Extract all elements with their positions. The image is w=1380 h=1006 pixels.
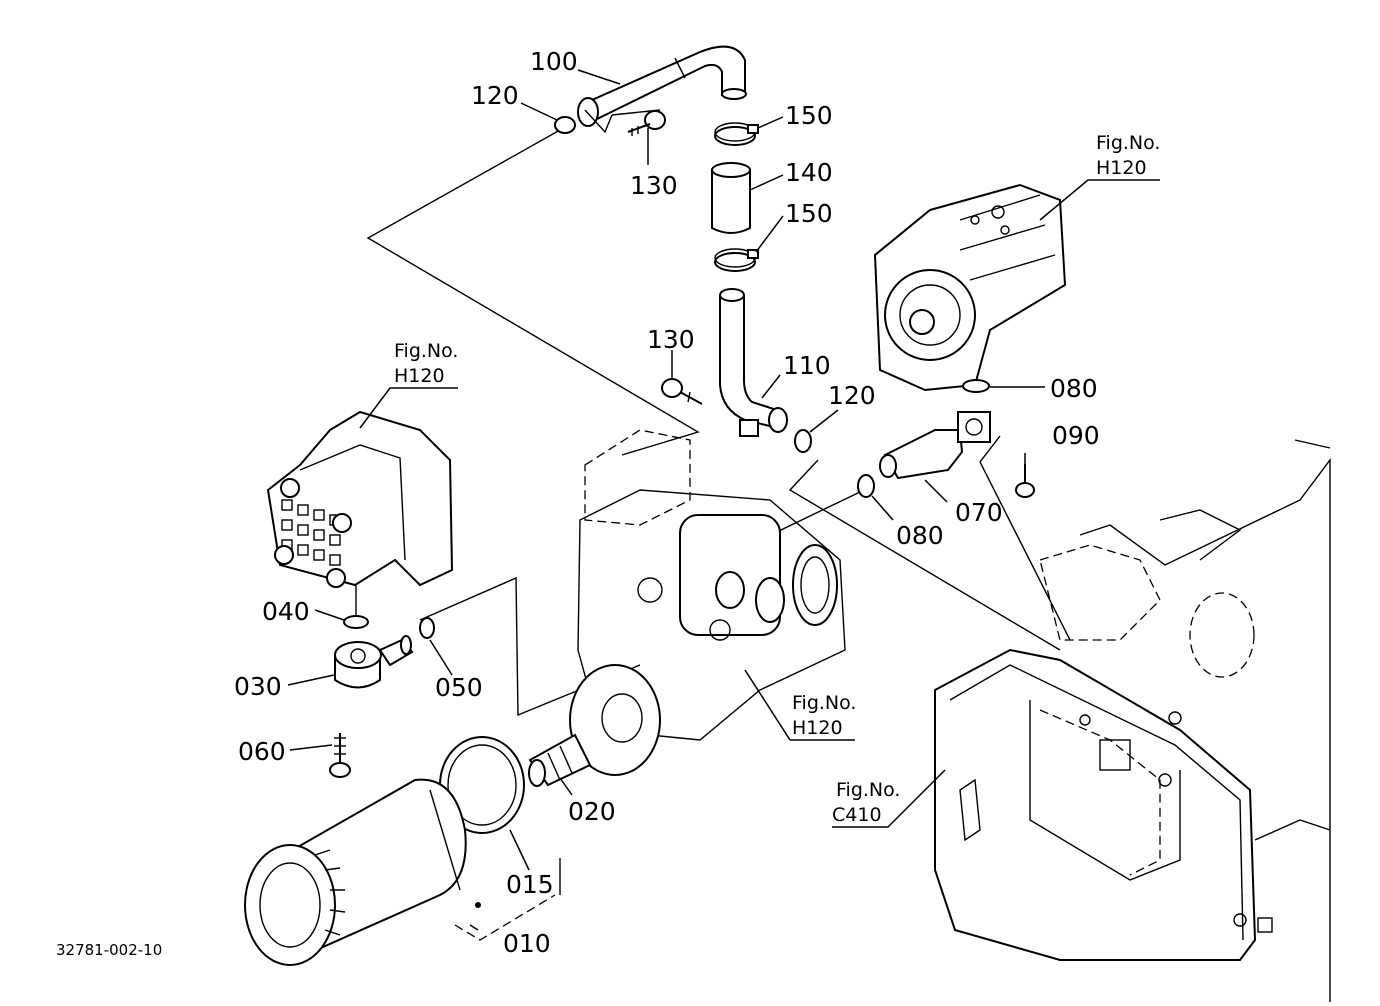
figure-ref-pump-left[interactable]: Fig.No. H120 — [394, 340, 458, 387]
label-010[interactable]: 010 — [503, 929, 551, 958]
label-080-mid[interactable]: 080 — [896, 521, 944, 550]
figure-ref-line1: Fig.No. — [836, 779, 900, 801]
o-ring-120-mid[interactable] — [794, 429, 812, 453]
label-130-mid[interactable]: 130 — [647, 325, 695, 354]
clamp-150-mid[interactable] — [714, 248, 759, 272]
transmission-case-c410[interactable] — [934, 439, 1331, 1002]
label-100[interactable]: 100 — [530, 47, 578, 76]
sleeve-140[interactable] — [711, 162, 751, 234]
pump-right-h120[interactable] — [873, 183, 1067, 392]
label-080-top[interactable]: 080 — [1050, 374, 1098, 403]
filter-010[interactable] — [244, 778, 481, 966]
bolt-060[interactable] — [329, 733, 351, 778]
label-120-top[interactable]: 120 — [471, 81, 519, 110]
bolt-090[interactable] — [1015, 464, 1035, 498]
valve-housing[interactable] — [569, 429, 846, 776]
figure-ref-line2: H120 — [792, 717, 843, 739]
label-015[interactable]: 015 — [506, 870, 554, 899]
label-130-top[interactable]: 130 — [630, 171, 678, 200]
label-060[interactable]: 060 — [238, 737, 286, 766]
seal-015[interactable] — [439, 736, 525, 834]
label-070[interactable]: 070 — [955, 498, 1003, 527]
alignment-lines — [366, 129, 1071, 717]
adapter-030[interactable] — [334, 635, 414, 689]
o-ring-040[interactable] — [343, 615, 369, 629]
pump-left-h120[interactable] — [266, 410, 454, 615]
figure-ref-pump-right[interactable]: Fig.No. H120 — [1096, 132, 1160, 179]
elbow-070[interactable] — [879, 411, 991, 480]
pump-left-grid — [281, 499, 341, 566]
figure-ref-housing[interactable]: Fig.No. H120 — [792, 692, 856, 739]
label-140[interactable]: 140 — [785, 158, 833, 187]
clamp-150-top[interactable] — [714, 122, 759, 146]
label-110[interactable]: 110 — [783, 351, 831, 380]
bolt-130-top[interactable] — [627, 110, 666, 136]
bolt-130-mid[interactable] — [661, 378, 703, 405]
label-020[interactable]: 020 — [568, 797, 616, 826]
o-ring-080-mid[interactable] — [857, 474, 875, 498]
part-labels: 100 120 130 150 140 150 130 110 120 080 … — [234, 47, 1100, 958]
figure-ref-case[interactable]: Fig.No. C410 — [832, 779, 900, 826]
figure-ref-line2: H120 — [394, 365, 445, 387]
figure-ref-line1: Fig.No. — [792, 692, 856, 714]
figure-ref-line2: H120 — [1096, 157, 1147, 179]
label-120-mid[interactable]: 120 — [828, 381, 876, 410]
pipe-110[interactable] — [719, 288, 788, 437]
label-050[interactable]: 050 — [435, 673, 483, 702]
o-ring-080-top[interactable] — [962, 379, 990, 393]
document-id: 32781-002-10 — [56, 941, 162, 959]
label-030[interactable]: 030 — [234, 672, 282, 701]
figure-ref-line1: Fig.No. — [394, 340, 458, 362]
label-090[interactable]: 090 — [1052, 421, 1100, 450]
leader-lines — [287, 69, 1160, 931]
figure-ref-line2: C410 — [832, 804, 882, 826]
label-040[interactable]: 040 — [262, 597, 310, 626]
figure-ref-line1: Fig.No. — [1096, 132, 1160, 154]
label-150-top[interactable]: 150 — [785, 101, 833, 130]
filter-bracket — [454, 858, 561, 941]
o-ring-120-top[interactable] — [554, 116, 576, 134]
label-150-mid[interactable]: 150 — [785, 199, 833, 228]
o-ring-050[interactable] — [419, 617, 435, 639]
fitting-020[interactable] — [528, 733, 592, 787]
